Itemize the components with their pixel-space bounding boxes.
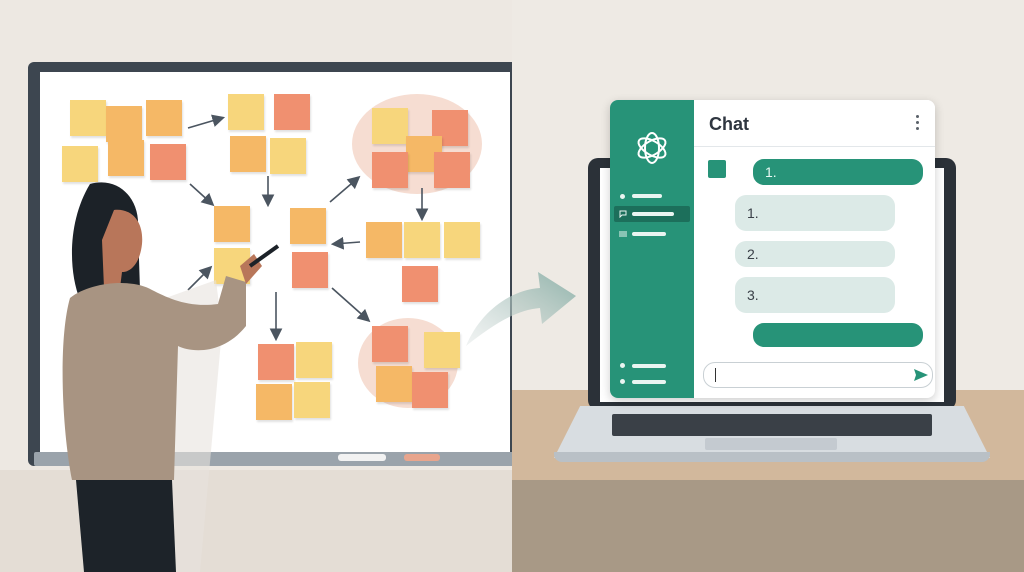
sticky-note — [214, 206, 250, 242]
laptop-base-edge — [554, 452, 990, 462]
sidebar-nav-item[interactable] — [632, 232, 666, 236]
text-caret — [715, 368, 716, 382]
sticky-note — [296, 342, 332, 378]
sticky-note — [70, 100, 106, 136]
message-text: 1. — [747, 205, 759, 221]
sticky-note — [62, 146, 98, 182]
sticky-note — [230, 136, 266, 172]
sticky-note — [256, 384, 292, 420]
settings-dot-icon[interactable] — [620, 379, 625, 384]
chat-message-assistant: 3. — [735, 277, 895, 313]
sticky-note — [376, 366, 412, 402]
message-input[interactable] — [703, 362, 933, 388]
sticky-note — [434, 152, 470, 188]
list-icon — [619, 231, 627, 237]
sticky-note — [270, 138, 306, 174]
chat-message-assistant: 1. — [735, 195, 895, 231]
sticky-note — [372, 326, 408, 362]
woman-figure — [62, 182, 280, 572]
chat-title: Chat — [709, 114, 749, 134]
laptop-trackpad — [705, 438, 837, 450]
sticky-note — [108, 140, 144, 176]
chat-sidebar — [610, 100, 694, 398]
transition-arrow-icon — [466, 272, 576, 346]
sidebar-footer-item[interactable] — [632, 380, 666, 384]
sticky-note — [402, 266, 438, 302]
sidebar-nav-label — [632, 212, 674, 216]
chat-bubble-icon — [619, 210, 627, 218]
sticky-note — [294, 382, 330, 418]
openai-logo-icon — [637, 132, 667, 164]
sticky-note — [444, 222, 480, 258]
sticky-note — [106, 106, 142, 142]
sticky-note — [372, 152, 408, 188]
message-text: 3. — [747, 287, 759, 303]
sticky-note — [372, 108, 408, 144]
message-text: 2. — [747, 246, 759, 262]
laptop-keyboard — [612, 414, 932, 436]
avatar — [708, 160, 726, 178]
send-icon[interactable] — [914, 369, 928, 381]
more-vertical-icon[interactable] — [916, 115, 920, 133]
chat-message-assistant: 2. — [735, 241, 895, 267]
desk-front — [512, 480, 1024, 572]
marker — [338, 454, 386, 461]
sticky-note — [150, 144, 186, 180]
sticky-note — [424, 332, 460, 368]
nav-dot-icon[interactable] — [620, 194, 625, 199]
sticky-note — [366, 222, 402, 258]
sticky-note — [228, 94, 264, 130]
nav-dot-icon[interactable] — [620, 363, 625, 368]
chat-message-user: 1. — [753, 159, 923, 185]
sticky-note — [412, 372, 448, 408]
sidebar-footer-item[interactable] — [632, 364, 666, 368]
chat-header: Chat — [694, 100, 935, 147]
sticky-note — [274, 94, 310, 130]
marker — [404, 454, 440, 461]
sticky-note — [404, 222, 440, 258]
sticky-note — [290, 208, 326, 244]
sticky-note — [146, 100, 182, 136]
chat-window: Chat 1. 1. 2. 3. — [610, 100, 935, 398]
sticky-note — [258, 344, 294, 380]
message-text: 1. — [765, 164, 777, 180]
whiteboard-arrows — [187, 114, 429, 342]
sidebar-nav-item[interactable] — [632, 194, 662, 198]
chat-message-user — [753, 323, 923, 347]
sticky-note — [292, 252, 328, 288]
